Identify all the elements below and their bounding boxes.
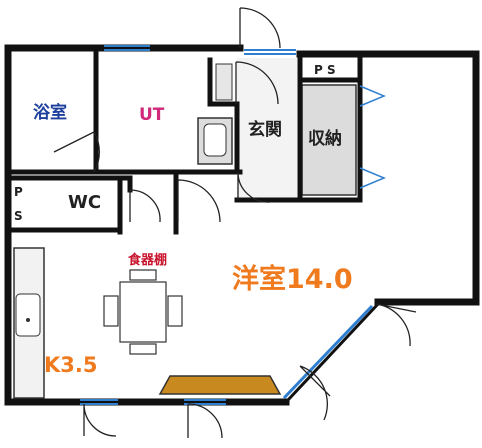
sink-drain [26, 318, 30, 322]
ps-left-s-label: S [14, 209, 23, 223]
outer-walls [4, 44, 480, 406]
entrance-label: 玄関 [248, 119, 282, 140]
ps-top-label: P S [314, 63, 336, 77]
utility-label: UT [139, 105, 165, 125]
interior-walls [5, 45, 363, 235]
bath-label: 浴室 [33, 102, 67, 123]
dining-table [103, 269, 183, 355]
bay-window-glass [282, 304, 374, 400]
meter-box [215, 63, 233, 101]
toilet-label: WC [68, 192, 101, 213]
entrance-floor [237, 58, 297, 198]
kitchen-sink [15, 293, 41, 337]
storage-label: 収納 [308, 128, 342, 149]
western-room-label: 洋室14.0 [232, 263, 353, 295]
ps-left-p-label: P [14, 185, 23, 199]
bay-window-wall [286, 302, 380, 402]
door-swings [53, 7, 417, 439]
washbasin-bowl [203, 123, 227, 157]
storage-doors [359, 85, 386, 189]
storage-fill [301, 84, 357, 196]
tv-shelf [158, 375, 282, 395]
cupboard-label: 食器棚 [128, 252, 167, 268]
kitchen-label: K3.5 [44, 353, 97, 377]
